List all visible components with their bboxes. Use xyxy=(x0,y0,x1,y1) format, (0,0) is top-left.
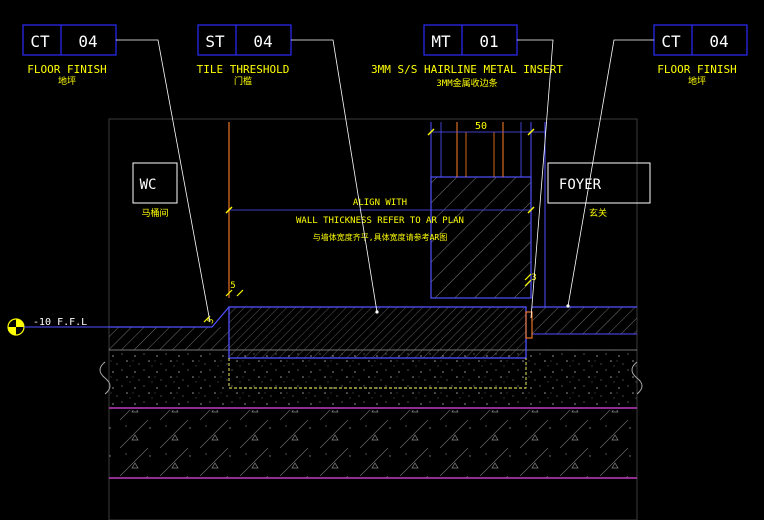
break-mark-right xyxy=(631,361,643,395)
tag-label-cn-1: 地坪 xyxy=(58,75,76,87)
wc-floor-tile xyxy=(109,327,229,350)
tag-label-3: 3MM S/S HAIRLINE METAL INSERT xyxy=(371,63,563,76)
leader-2 xyxy=(291,39,378,313)
dim-step-right-tick2 xyxy=(524,273,532,281)
level-symbol-fill-a xyxy=(16,319,24,327)
screed-layer xyxy=(109,350,637,408)
leader-dot-2 xyxy=(375,310,379,314)
tag-label-cn-4: 地坪 xyxy=(688,75,706,87)
tag-code-4: CT xyxy=(661,32,681,51)
leader-1 xyxy=(116,39,211,323)
tag-number-3: 01 xyxy=(479,32,498,51)
leader-3 xyxy=(517,39,554,319)
metal-insert xyxy=(525,311,533,339)
dim-step-left-tick2 xyxy=(236,289,244,297)
room-name-cn-foyer: 玄关 xyxy=(589,207,607,219)
dim-tick-top-r xyxy=(527,128,535,136)
tag-number-4: 04 xyxy=(709,32,728,51)
align-tick-l xyxy=(225,206,233,214)
break-mark-left xyxy=(99,361,111,395)
dim-text-50: 50 xyxy=(475,121,487,132)
tag-code-2: ST xyxy=(205,32,225,51)
threshold-step-left xyxy=(200,306,230,328)
dim-step-right-tick xyxy=(524,279,532,287)
level-symbol-fill-b xyxy=(8,327,16,335)
tag-code-3: MT xyxy=(431,32,451,51)
dim-text-step-left: 5 xyxy=(230,281,235,291)
tag-number-2: 04 xyxy=(253,32,272,51)
tag-label-2: TILE THRESHOLD xyxy=(197,63,290,76)
tile-threshold xyxy=(228,306,527,359)
wall-core xyxy=(430,176,532,299)
align-note-line1: ALIGN WITH xyxy=(353,198,407,208)
dim-tick-top-l xyxy=(427,128,435,136)
room-name-cn-wc: 马桶间 xyxy=(141,207,168,219)
tag-label-1: FLOOR FINISH xyxy=(27,63,106,76)
tag-code-1: CT xyxy=(30,32,50,51)
align-note-line3: 与墙体宽度齐平,具体宽度请参考AR图 xyxy=(313,232,447,242)
tag-label-cn-2: 门槛 xyxy=(234,75,252,87)
leader-dot-4 xyxy=(566,304,570,308)
tag-number-1: 04 xyxy=(78,32,97,51)
room-box-wc xyxy=(132,162,178,204)
foyer-floor-tile xyxy=(532,307,637,334)
threshold-bed-outline xyxy=(228,358,527,389)
align-tick-r xyxy=(527,206,535,214)
room-name-foyer: FOYER xyxy=(559,177,602,193)
dim-step-left-tick xyxy=(225,289,233,297)
room-box-foyer xyxy=(547,162,651,204)
concrete-slab xyxy=(109,410,637,478)
level-text: -10 F.F.L xyxy=(33,317,87,328)
tag-label-cn-3: 3MM金属收边条 xyxy=(436,77,497,89)
tag-label-4: FLOOR FINISH xyxy=(657,63,736,76)
leader-4 xyxy=(567,39,654,307)
align-note-line2: WALL THICKNESS REFER TO AR PLAN xyxy=(296,216,464,226)
room-name-wc: WC xyxy=(140,177,157,193)
dim-text-bevel: 5 xyxy=(206,316,216,325)
